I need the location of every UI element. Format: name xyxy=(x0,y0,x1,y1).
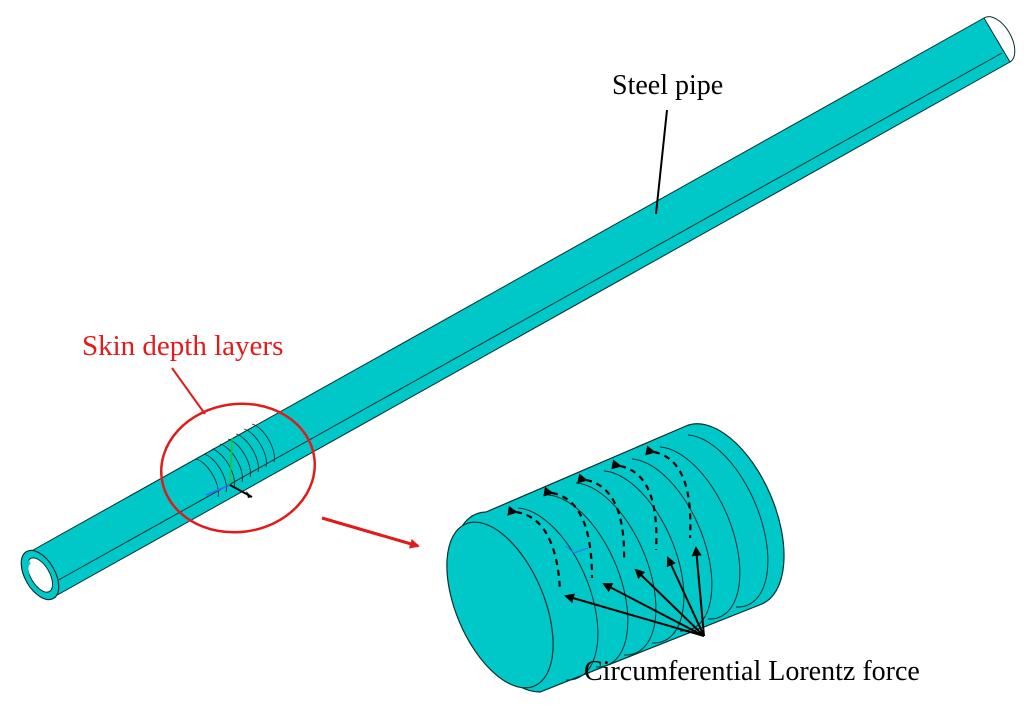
zoom-axis-triad xyxy=(565,545,589,554)
force-leaders xyxy=(564,546,705,637)
circumferential-force-label: Circumferential Lorentz force xyxy=(584,656,920,687)
pipe-far-end xyxy=(983,16,1016,63)
zoom-cylinder-end xyxy=(446,521,554,689)
skin-depth-leader xyxy=(171,367,206,415)
zoom-arrow xyxy=(321,516,420,549)
lorentz-force-arcs xyxy=(507,445,692,591)
skin-depth-highlight-ellipse xyxy=(159,402,317,534)
zoomed-pipe-section xyxy=(446,423,785,693)
steel-pipe xyxy=(20,16,1016,601)
skin-depth-rings xyxy=(195,423,275,498)
pipe-bore xyxy=(26,557,54,593)
skin-depth-layers-label: Skin depth layers xyxy=(82,330,284,362)
steel-pipe-label: Steel pipe xyxy=(612,70,724,101)
pipe-inner-edge xyxy=(45,52,1003,588)
pipe-bore-shading xyxy=(24,560,35,589)
zoom-layer-rings xyxy=(517,434,769,681)
axis-triad xyxy=(205,437,253,498)
steel-pipe-leader xyxy=(655,109,668,215)
